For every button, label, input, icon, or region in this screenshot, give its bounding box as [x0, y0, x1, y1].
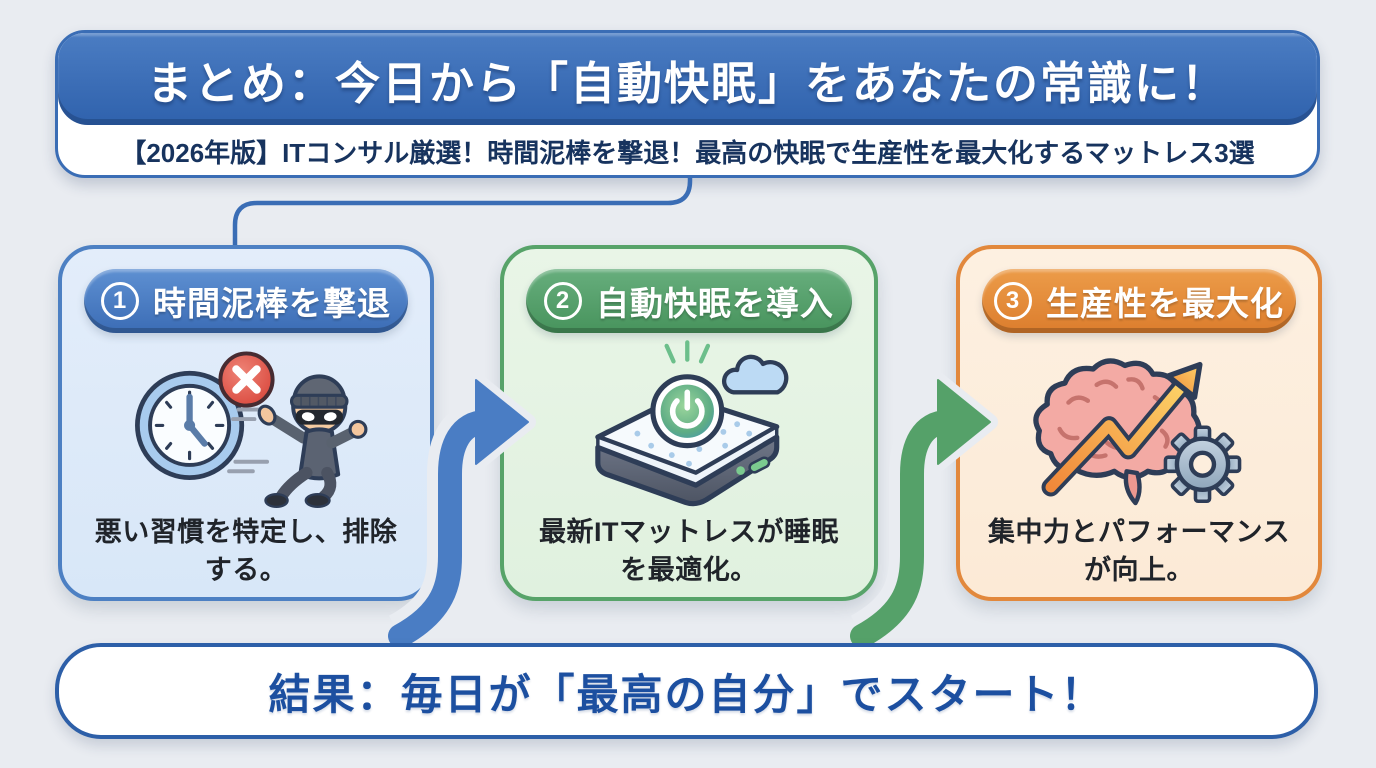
step-1-description: 悪い習慣を特定し、排除する。 — [94, 517, 398, 586]
step-1-title-pill: 1 時間泥棒を撃退 — [84, 269, 408, 333]
summary-header: まとめ：今日から「自動快眠」をあなたの常識に！ 【2026年版】ITコンサル厳選… — [55, 30, 1320, 178]
smart-mattress-icon — [595, 340, 789, 507]
step-1-illustration — [120, 337, 373, 513]
step-3-title: 生産性を最大化 — [1046, 285, 1284, 322]
step-3-number-badge: 3 — [994, 282, 1032, 320]
summary-title: まとめ：今日から「自動快眠」をあなたの常識に！ — [146, 57, 1228, 109]
step-card-2: 2 自動快眠を導入 — [500, 245, 878, 601]
article-subtitle: 【2026年版】ITコンサル厳選！時間泥棒を撃退！最高の快眠で生産性を最大化する… — [120, 138, 1255, 168]
step-card-1: 1 時間泥棒を撃退 — [58, 245, 434, 601]
clock-thief-icon — [134, 351, 367, 509]
article-subtitle-strip: 【2026年版】ITコンサル厳選！時間泥棒を撃退！最高の快眠で生産性を最大化する… — [58, 125, 1317, 175]
step1-to-step2-arrow-icon — [388, 372, 536, 643]
step-1-number-badge: 1 — [101, 282, 139, 320]
step-2-title-pill: 2 自動快眠を導入 — [526, 269, 852, 333]
result-text: 結果：毎日が「最高の自分」でスタート！ — [268, 670, 1105, 718]
header-to-step1-connector-line — [232, 175, 693, 255]
step-card-3: 3 生産性を最大化 — [956, 245, 1322, 601]
step-3-description: 集中力とパフォーマンスが向上。 — [988, 517, 1290, 586]
step-3-illustration — [1024, 337, 1254, 513]
result-banner: 結果：毎日が「最高の自分」でスタート！ — [55, 643, 1318, 739]
summary-title-band: まとめ：今日から「自動快眠」をあなたの常識に！ — [58, 33, 1317, 125]
step-2-illustration — [577, 337, 801, 513]
step-1-title: 時間泥棒を撃退 — [153, 285, 391, 322]
step2-to-step3-arrow-icon — [850, 372, 998, 643]
brain-growth-gear-icon — [1033, 358, 1242, 506]
step-2-title: 自動快眠を導入 — [596, 285, 834, 322]
step-2-description: 最新ITマットレスが睡眠を最適化。 — [539, 517, 839, 586]
step-3-title-pill: 3 生産性を最大化 — [982, 269, 1296, 333]
step-2-number-badge: 2 — [544, 282, 582, 320]
